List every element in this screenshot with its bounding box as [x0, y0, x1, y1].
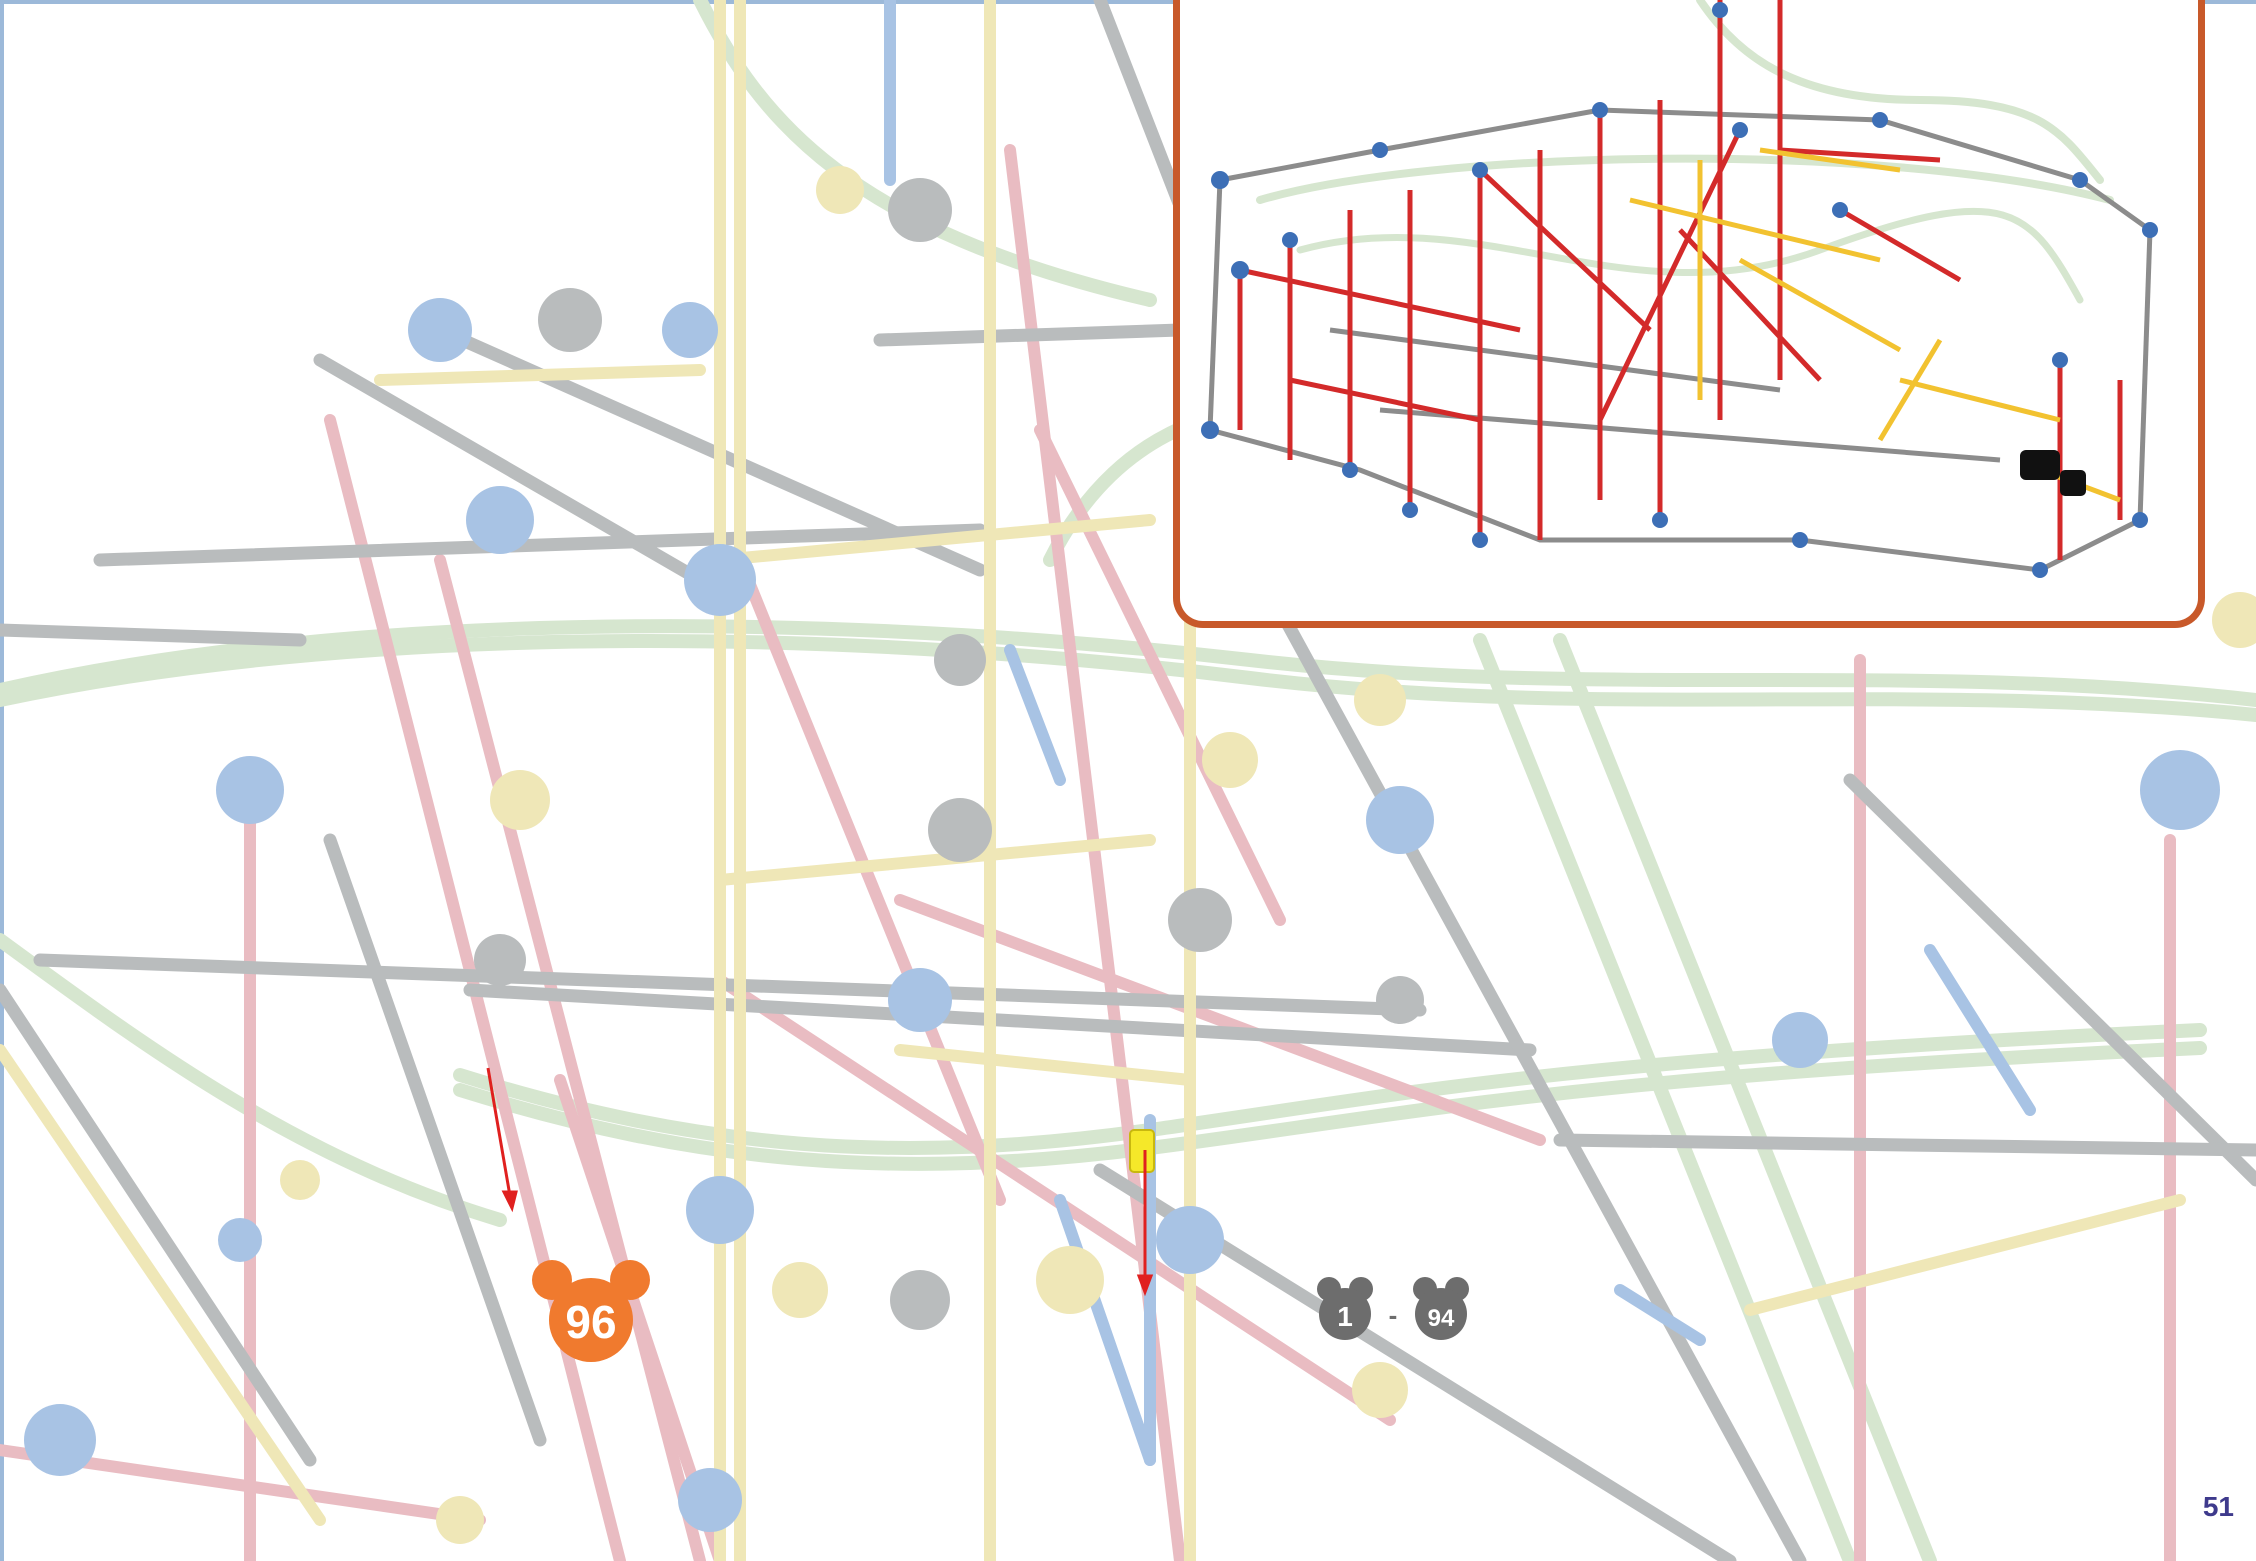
reference-range-badge: 1 - 94 [1317, 1277, 1469, 1340]
reference-range-end: 94 [1428, 1305, 1455, 1332]
page-frame-top [0, 0, 2256, 4]
mouse-ears-step-badge-icon [532, 1260, 650, 1362]
blue-rods [884, 0, 2036, 1466]
completed-model-overview-inset [1173, 0, 2205, 628]
completed-coaster-overview [1201, 0, 2158, 578]
coaster-car-cluster [2020, 450, 2086, 496]
page-frame-left [0, 0, 4, 1561]
connector-hubs [24, 166, 2256, 1544]
yellow-rods [0, 0, 2186, 1561]
mouse-ears-reference-badge-icon [1317, 1277, 1469, 1340]
new-part-yellow-connector [1129, 1129, 1155, 1173]
placement-arrows [486, 1067, 1154, 1297]
step-number-badge: 96 [532, 1260, 650, 1362]
page-number: 51 [2202, 1491, 2234, 1522]
step-number-text: 96 [565, 1296, 616, 1348]
reference-range-separator: - [1389, 1300, 1398, 1330]
reference-range-start: 1 [1337, 1301, 1353, 1332]
